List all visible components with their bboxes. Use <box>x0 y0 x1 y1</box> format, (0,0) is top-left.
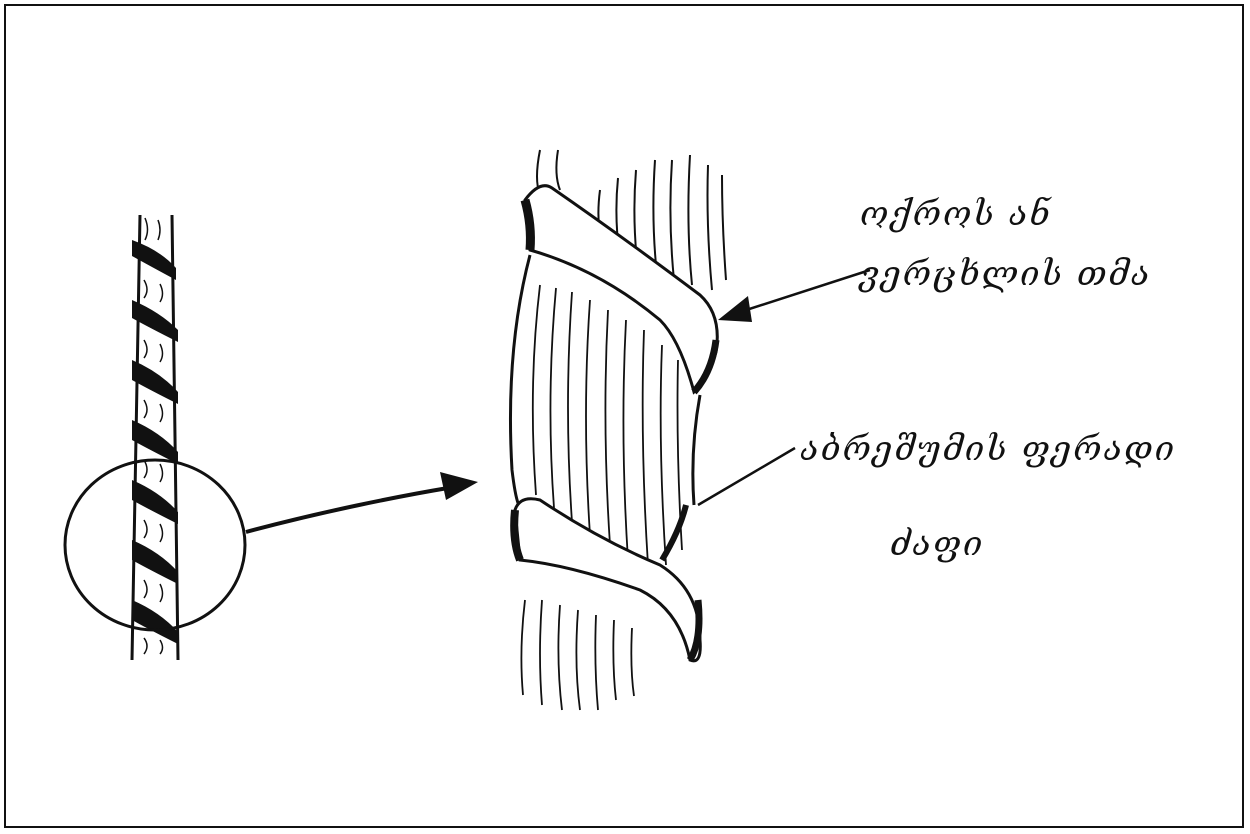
label-gold-silver-line-2: ვერცხლის თმა <box>858 254 1152 294</box>
label-2-line <box>698 448 795 505</box>
zoom-arrow <box>246 472 478 532</box>
small-twisted-cord <box>132 215 178 660</box>
enlarged-thread <box>510 150 726 710</box>
label-silk-line-1: აბრეშუმის ფერადი <box>800 429 1176 469</box>
lower-metal-band <box>515 499 700 661</box>
bottom-fibers <box>521 600 634 710</box>
label-gold-silver-line-1: ოქროს ან <box>860 194 1053 234</box>
magnifier-circle <box>65 460 245 630</box>
label-silk-line-2: ძაფი <box>890 524 984 564</box>
label-1-arrow <box>718 270 870 322</box>
